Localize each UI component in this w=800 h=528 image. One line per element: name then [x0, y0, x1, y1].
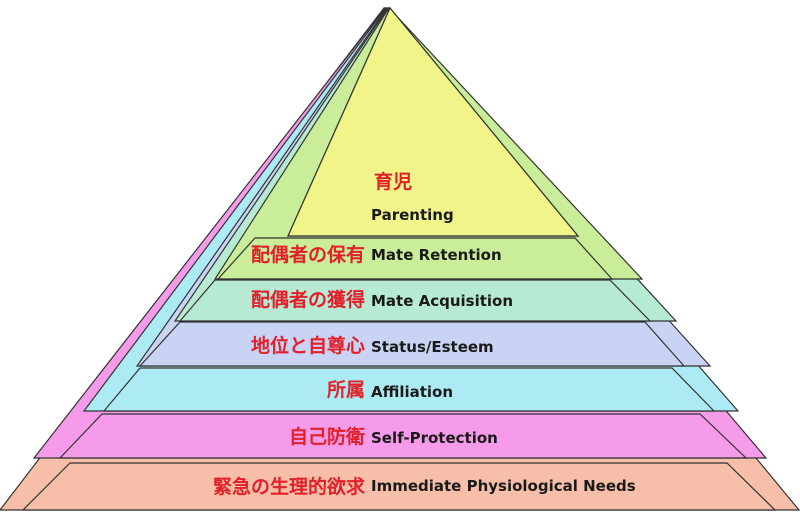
layer-physiological-band — [21, 462, 777, 511]
layer-parenting-band — [287, 6, 580, 237]
label-ja-mate-acquisition: 配偶者の獲得 — [251, 288, 365, 311]
layer-self-protection-band — [58, 413, 748, 459]
label-mate-retention: Mate Retention — [371, 246, 502, 264]
label-ja-physiological: 緊急の生理的欲求 — [213, 475, 366, 498]
label-ja-affiliation: 所属 — [327, 379, 365, 401]
layer-affiliation-band — [102, 367, 716, 412]
label-ja-mate-retention: 配偶者の保有 — [251, 243, 365, 266]
label-physiological: Immediate Physiological Needs — [371, 477, 636, 495]
label-self-protection: Self-Protection — [371, 429, 498, 447]
label-mate-acquisition: Mate Acquisition — [371, 292, 513, 310]
label-ja-self-protection: 自己防衛 — [289, 425, 365, 448]
layer-status-esteem-band — [138, 321, 686, 367]
label-affiliation: Affiliation — [371, 383, 453, 401]
label-ja-parenting: 育児 — [374, 170, 412, 193]
label-parenting: Parenting — [371, 206, 454, 224]
layer-mate-acquisition-band — [178, 279, 652, 322]
label-status-esteem: Status/Esteem — [371, 338, 494, 356]
label-ja-status-esteem: 地位と自尊心 — [251, 334, 365, 357]
layer-mate-retention-band — [216, 237, 614, 280]
